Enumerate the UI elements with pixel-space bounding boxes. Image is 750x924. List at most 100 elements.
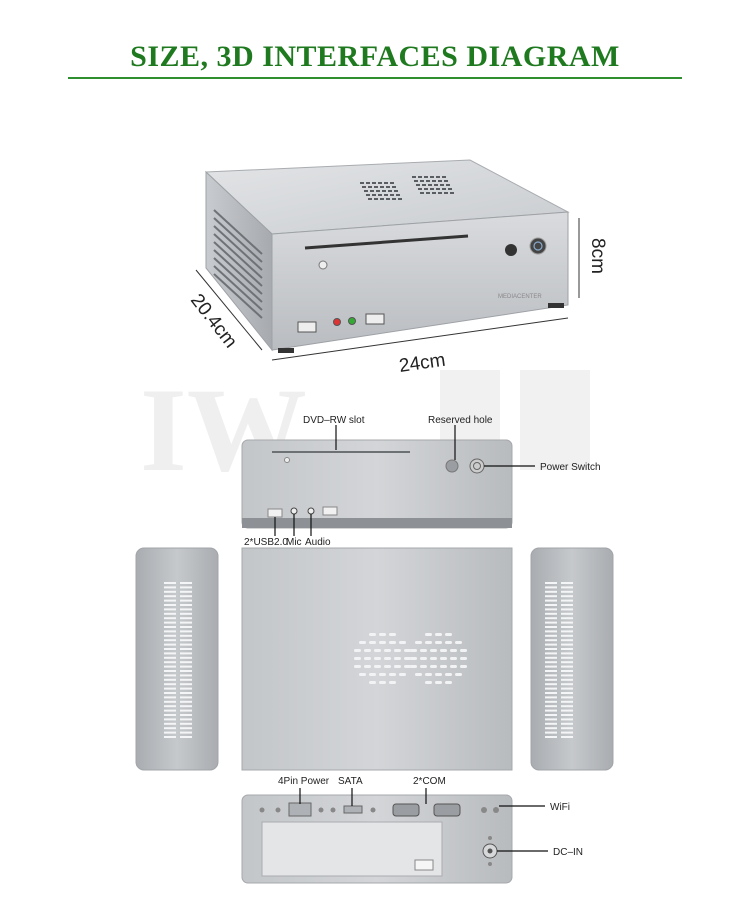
vent-slot xyxy=(399,641,406,644)
vent-slot xyxy=(164,630,176,633)
vent-slot xyxy=(164,687,176,690)
left-side-vents xyxy=(164,582,192,738)
label-reserved-hole: Reserved hole xyxy=(428,415,493,426)
vent-slot xyxy=(364,190,368,192)
vent-slot xyxy=(416,184,420,186)
vent-slot xyxy=(418,176,422,178)
vent-slot xyxy=(180,626,192,628)
vent-slot xyxy=(389,641,396,644)
vent-slot xyxy=(362,186,366,188)
vent-slot xyxy=(545,582,557,584)
vent-slot xyxy=(412,176,416,178)
vent-slot xyxy=(442,176,446,178)
mic-jack-icon xyxy=(290,507,298,515)
vent-slot xyxy=(164,736,176,738)
vent-slot xyxy=(384,657,391,660)
vent-slot xyxy=(561,634,573,637)
vent-slot xyxy=(430,657,437,660)
vent-slot xyxy=(180,674,192,677)
vent-slot xyxy=(545,648,557,650)
vent-slot xyxy=(380,186,384,188)
vent-slot xyxy=(180,718,192,721)
vent-slot xyxy=(180,727,192,730)
rear-panel-view xyxy=(241,794,513,884)
vent-slot xyxy=(366,182,370,184)
label-dc-in: DC–IN xyxy=(553,847,583,858)
vent-slot xyxy=(164,661,176,664)
vent-slot xyxy=(561,700,573,703)
vent-slot xyxy=(392,186,396,188)
vent-slot xyxy=(418,188,422,190)
vent-slot xyxy=(180,621,192,624)
vent-slot xyxy=(545,709,557,712)
vent-slot xyxy=(180,617,192,620)
vent-slot xyxy=(420,665,427,668)
vent-slot xyxy=(364,665,371,668)
vent-slot xyxy=(414,180,418,182)
vent-slot xyxy=(364,649,371,652)
vent-slot xyxy=(354,665,361,668)
vent-slot xyxy=(396,194,400,196)
left-side-panel xyxy=(135,547,219,771)
vent-slot xyxy=(561,722,573,725)
vent-slot xyxy=(164,612,176,615)
vent-slot xyxy=(164,727,176,730)
vent-slot xyxy=(545,621,557,624)
vent-slot xyxy=(180,604,192,606)
top-panel-vents xyxy=(354,633,467,684)
vent-slot xyxy=(420,649,427,652)
vent-slot xyxy=(386,198,390,200)
vent-slot xyxy=(164,731,176,734)
vent-slot xyxy=(386,186,390,188)
vent-slot xyxy=(450,649,457,652)
vent-slot xyxy=(561,718,573,721)
vent-slot xyxy=(561,621,573,624)
vent-slot xyxy=(445,633,452,636)
vent-slot xyxy=(545,736,557,738)
vent-slot xyxy=(369,681,376,684)
vent-slot xyxy=(164,643,176,646)
vent-slot xyxy=(545,643,557,646)
vent-slot xyxy=(404,665,411,668)
vent-slot xyxy=(164,599,176,602)
vent-slot xyxy=(561,727,573,730)
vent-slot xyxy=(428,184,432,186)
vent-slot xyxy=(369,641,376,644)
vent-slot xyxy=(545,639,557,642)
vent-slot xyxy=(369,673,376,676)
vent-slot xyxy=(380,198,384,200)
vent-slot xyxy=(389,681,396,684)
vent-slot xyxy=(410,649,417,652)
rear-small-port xyxy=(414,859,434,871)
reserved-hole xyxy=(445,459,459,473)
height-dimension: 8cm xyxy=(587,238,608,274)
vent-slot xyxy=(213,209,263,255)
sata-connector xyxy=(343,805,363,814)
vent-slot xyxy=(426,180,430,182)
vent-slot xyxy=(180,599,192,602)
vent-slot xyxy=(180,722,192,725)
vent-slot xyxy=(420,192,424,194)
vent-slot xyxy=(164,626,176,628)
audio-jack-icon xyxy=(307,507,315,515)
vent-slot xyxy=(164,608,176,611)
vent-slot xyxy=(545,678,557,681)
vent-slot xyxy=(180,665,192,668)
vent-slot xyxy=(359,673,366,676)
vent-slot xyxy=(545,705,557,708)
vent-slot xyxy=(450,657,457,660)
vent-slot xyxy=(392,198,396,200)
depth-dimension-line xyxy=(195,269,263,351)
vent-slot xyxy=(545,652,557,655)
vent-slot xyxy=(561,626,573,628)
vent-slot xyxy=(376,190,380,192)
vent-slot xyxy=(394,649,401,652)
vent-slot xyxy=(545,692,557,694)
vent-slot xyxy=(164,595,176,598)
vent-slot xyxy=(180,608,192,611)
vent-slot xyxy=(545,630,557,633)
vent-slot xyxy=(415,673,422,676)
vent-slot xyxy=(545,608,557,611)
vent-slot xyxy=(394,657,401,660)
vent-slot xyxy=(213,217,263,263)
